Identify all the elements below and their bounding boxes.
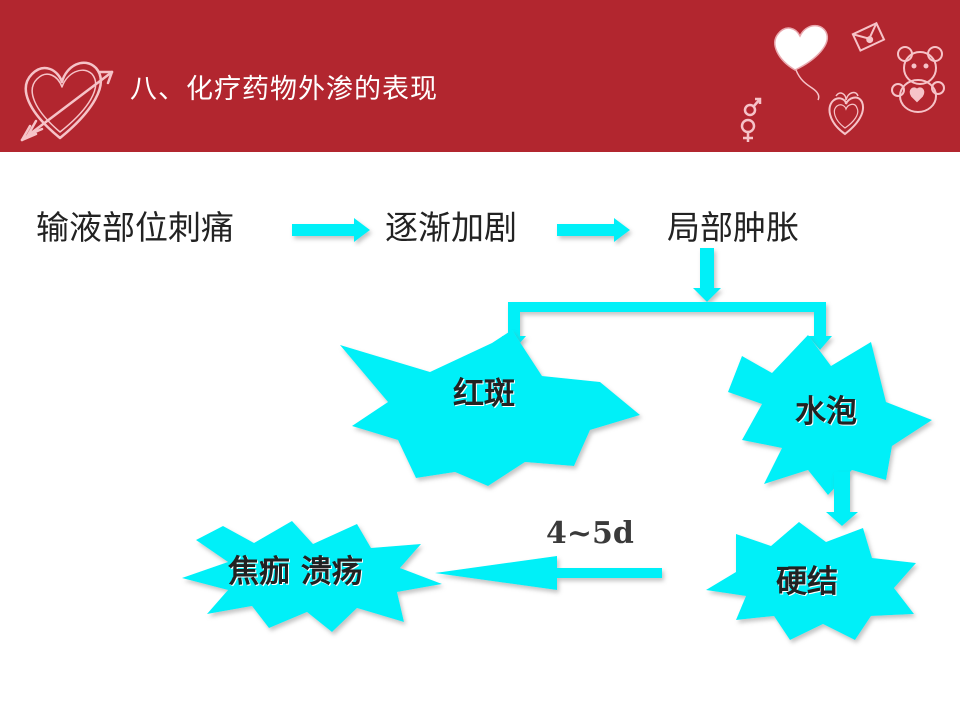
envelope-icon	[851, 21, 886, 52]
erythema-burst	[340, 330, 640, 486]
duration-label: 4~5d	[546, 516, 634, 551]
branch-connector	[502, 302, 832, 350]
teddy-bear-icon	[891, 46, 945, 113]
blister-burst	[728, 335, 932, 495]
step-gradually-worsens: 逐渐加剧	[385, 208, 517, 247]
induration-label: 硬结	[776, 564, 838, 600]
necrosis-ulcer-label: 焦痂 溃疡	[228, 554, 363, 590]
step-injection-site-pain: 输液部位刺痛	[36, 208, 234, 247]
heart-balloon-icon	[774, 24, 828, 101]
gender-symbols-icon	[740, 97, 762, 142]
heart-gift-box-icon	[828, 91, 864, 136]
arrow-step2-to-step3	[557, 218, 630, 242]
erythema-label: 红斑	[453, 376, 515, 412]
heart-with-arrow-icon	[20, 61, 114, 142]
header-banner	[0, 0, 960, 152]
arrow-induration-to-necrosis	[435, 556, 662, 590]
induration-burst	[706, 522, 916, 640]
blister-label: 水泡	[795, 394, 857, 430]
arrow-step1-to-step2	[292, 218, 370, 242]
arrow-swelling-down	[693, 248, 721, 302]
header-decorations	[20, 21, 945, 142]
slide-title: 八、化疗药物外渗的表现	[130, 74, 438, 105]
necrosis-burst	[182, 521, 442, 632]
arrow-blister-to-induration	[826, 472, 858, 526]
step-local-swelling: 局部肿胀	[667, 208, 799, 247]
